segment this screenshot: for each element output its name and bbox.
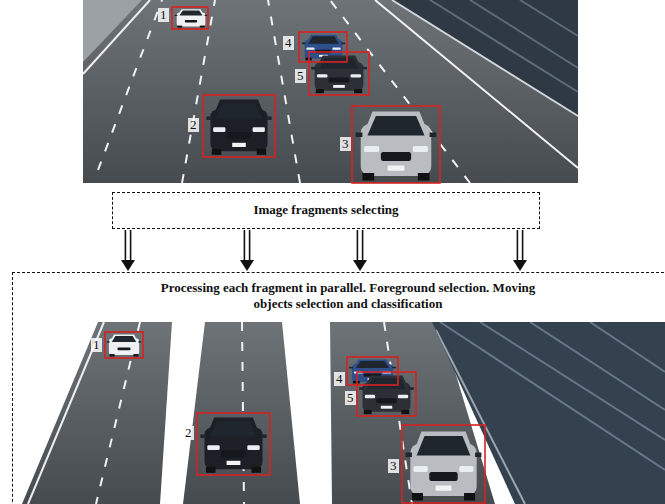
callout-number: 3 [388,459,399,473]
arrow-shaft [244,230,246,262]
step-box: Image fragments selecting [112,192,540,229]
double-arrow [121,230,135,271]
arrow-shaft [125,230,127,262]
arrow-shaft [130,230,132,262]
callout-number: 2 [188,118,199,132]
callout-number: 5 [345,391,356,405]
road-fragments [22,322,665,504]
arrow-shaft [357,230,359,262]
arrow-shaft [249,230,251,262]
arrow-head [240,260,254,271]
road-photo [83,0,578,183]
arrow-head [121,260,135,271]
callout-number: 4 [283,36,294,50]
arrow-shaft [362,230,364,262]
callout-number: 3 [340,137,351,151]
callout-number: 2 [183,426,194,440]
arrow-head [513,260,527,271]
arrow-shaft [517,230,519,262]
callout-number: 1 [158,8,169,22]
callout-number: 1 [91,338,102,352]
callout-number: 4 [334,372,345,386]
arrow-head [353,260,367,271]
double-arrow [240,230,254,271]
detection-box [105,332,485,503]
processing-panel: Processing each fragment in parallel. Fo… [12,272,665,504]
double-arrow [513,230,527,271]
double-arrow [353,230,367,271]
arrow-shaft [522,230,524,262]
callout-number: 5 [295,69,306,83]
detection-box [172,7,440,183]
node-text: Image fragments selecting [121,202,531,218]
node-text: Processing each fragment in parallel. Fo… [143,280,553,312]
